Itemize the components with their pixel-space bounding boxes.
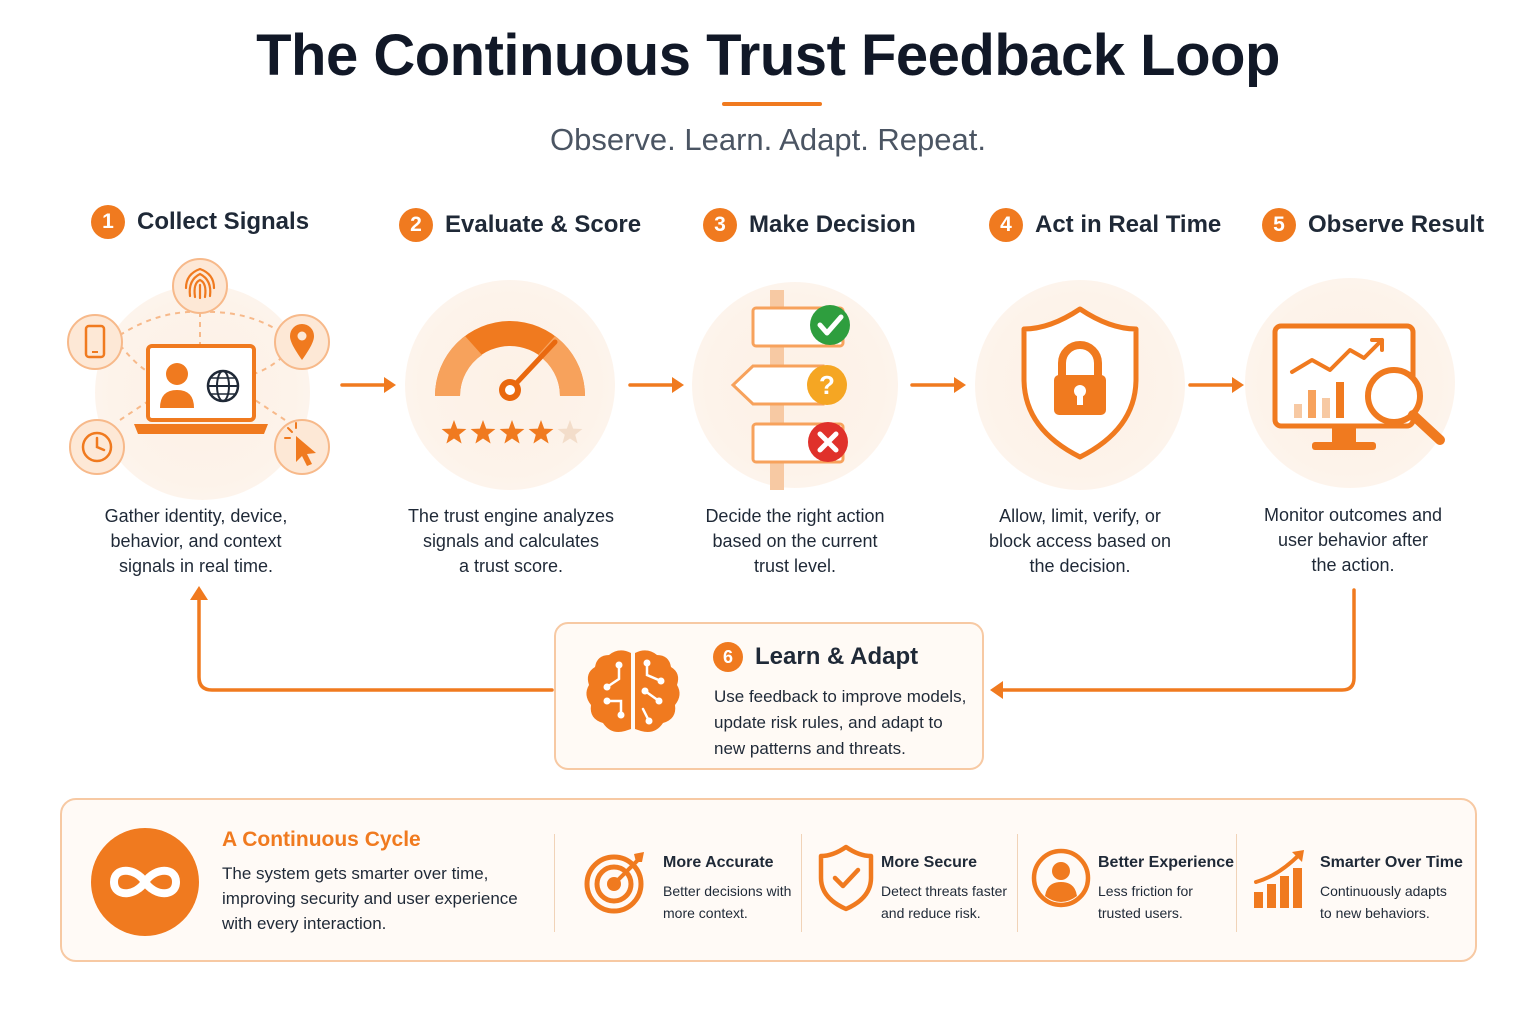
laptop-signals-icon (67, 258, 330, 475)
step-2-header: 2 Evaluate & Score (399, 208, 641, 242)
infinity-icon (91, 828, 199, 936)
learn-description: Use feedback to improve models,update ri… (714, 687, 967, 758)
signpost-icon: ? (730, 290, 850, 490)
step-1-description: Gather identity, device,behavior, and co… (104, 506, 288, 576)
step-3-header: 3 Make Decision (703, 208, 916, 242)
step-1-header: 1 Collect Signals (91, 205, 309, 239)
star-filled-icon (528, 420, 554, 444)
monitor-analytics-icon (1272, 323, 1445, 450)
benefit-2-title: More Secure (881, 854, 978, 871)
step-2-number: 2 (399, 208, 433, 242)
step-1-number: 1 (91, 205, 125, 239)
benefit-1-title: More Accurate (663, 854, 774, 871)
step-5-number: 5 (1262, 208, 1296, 242)
cycle-description: The system gets smarter over time,improv… (222, 864, 518, 933)
separator (801, 834, 802, 932)
step-5-title: Observe Result (1308, 211, 1485, 238)
star-filled-icon (441, 420, 467, 444)
separator (554, 834, 555, 932)
rating-stars (441, 420, 583, 444)
benefit-4-title: Smarter Over Time (1320, 854, 1463, 871)
step-4-title: Act in Real Time (1035, 211, 1222, 238)
learn-header: 6 Learn & Adapt (713, 642, 918, 672)
separator (1017, 834, 1018, 932)
cycle-title: A Continuous Cycle (222, 828, 421, 851)
page-title: The Continuous Trust Feedback Loop (256, 23, 1280, 88)
step-4-header: 4 Act in Real Time (989, 208, 1221, 242)
step-3-number: 3 (703, 208, 737, 242)
summary-panel (60, 798, 1477, 962)
arrow-learn-to-1 (197, 596, 554, 692)
target-icon (584, 852, 644, 914)
shield-lock-icon (1021, 306, 1139, 460)
arrow-5-to-learn (998, 588, 1356, 692)
svg-text:?: ? (819, 370, 835, 400)
gauge-icon (435, 321, 585, 401)
step-2-title: Evaluate & Score (445, 211, 642, 238)
growth-chart-icon (1254, 850, 1304, 908)
step-3-title: Make Decision (749, 211, 916, 238)
step-1-title: Collect Signals (137, 208, 310, 235)
star-filled-icon (499, 420, 525, 444)
star-empty-icon (557, 420, 583, 444)
star-filled-icon (470, 420, 496, 444)
brain-icon (586, 650, 680, 732)
learn-title: Learn & Adapt (755, 643, 919, 670)
step-4-number: 4 (989, 208, 1023, 242)
separator (1236, 834, 1237, 932)
learn-number: 6 (713, 642, 743, 672)
step-5-header: 5 Observe Result (1262, 208, 1484, 242)
user-icon (1031, 848, 1091, 908)
benefit-3-title: Better Experience (1098, 854, 1235, 871)
title-underline (722, 102, 822, 106)
shield-check-icon (818, 844, 874, 912)
page-subtitle: Observe. Learn. Adapt. Repeat. (550, 122, 986, 157)
